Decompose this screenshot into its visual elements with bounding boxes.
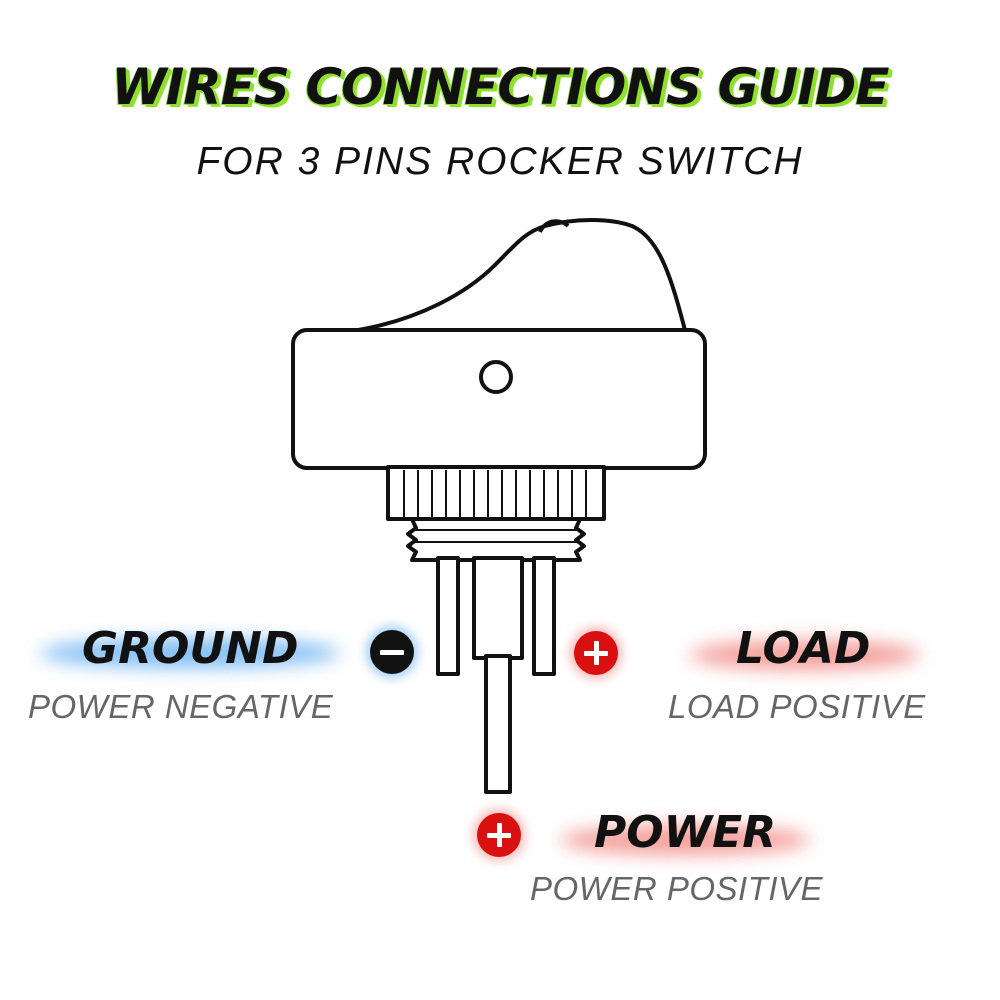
switch-housing bbox=[291, 328, 707, 470]
threaded-neck bbox=[406, 517, 586, 562]
pin-load bbox=[532, 556, 556, 676]
plus-circle-icon bbox=[574, 631, 618, 675]
plus-circle-icon bbox=[477, 813, 521, 857]
guide-title: WIRES CONNECTIONS GUIDE bbox=[111, 58, 890, 116]
ground-description: POWER NEGATIVE bbox=[28, 688, 334, 725]
guide-subtitle: FOR 3 PINS ROCKER SWITCH bbox=[196, 140, 804, 183]
power-description: POWER POSITIVE bbox=[530, 870, 824, 907]
power-label: POWER bbox=[594, 807, 777, 858]
ground-glow bbox=[40, 638, 340, 668]
load-description: LOAD POSITIVE bbox=[668, 688, 926, 725]
knurled-collar bbox=[386, 465, 606, 521]
ground-label: GROUND bbox=[82, 623, 299, 674]
rocker-indicator-bump bbox=[538, 219, 570, 233]
pin-power bbox=[484, 654, 512, 794]
load-glow bbox=[690, 640, 920, 670]
load-label: LOAD bbox=[736, 623, 871, 674]
pin-ground bbox=[436, 556, 460, 676]
led-indicator bbox=[479, 360, 513, 394]
pin-power-sleeve bbox=[472, 556, 524, 660]
power-glow bbox=[560, 825, 810, 855]
minus-circle-icon bbox=[370, 630, 414, 674]
rocker-actuator bbox=[343, 218, 688, 336]
